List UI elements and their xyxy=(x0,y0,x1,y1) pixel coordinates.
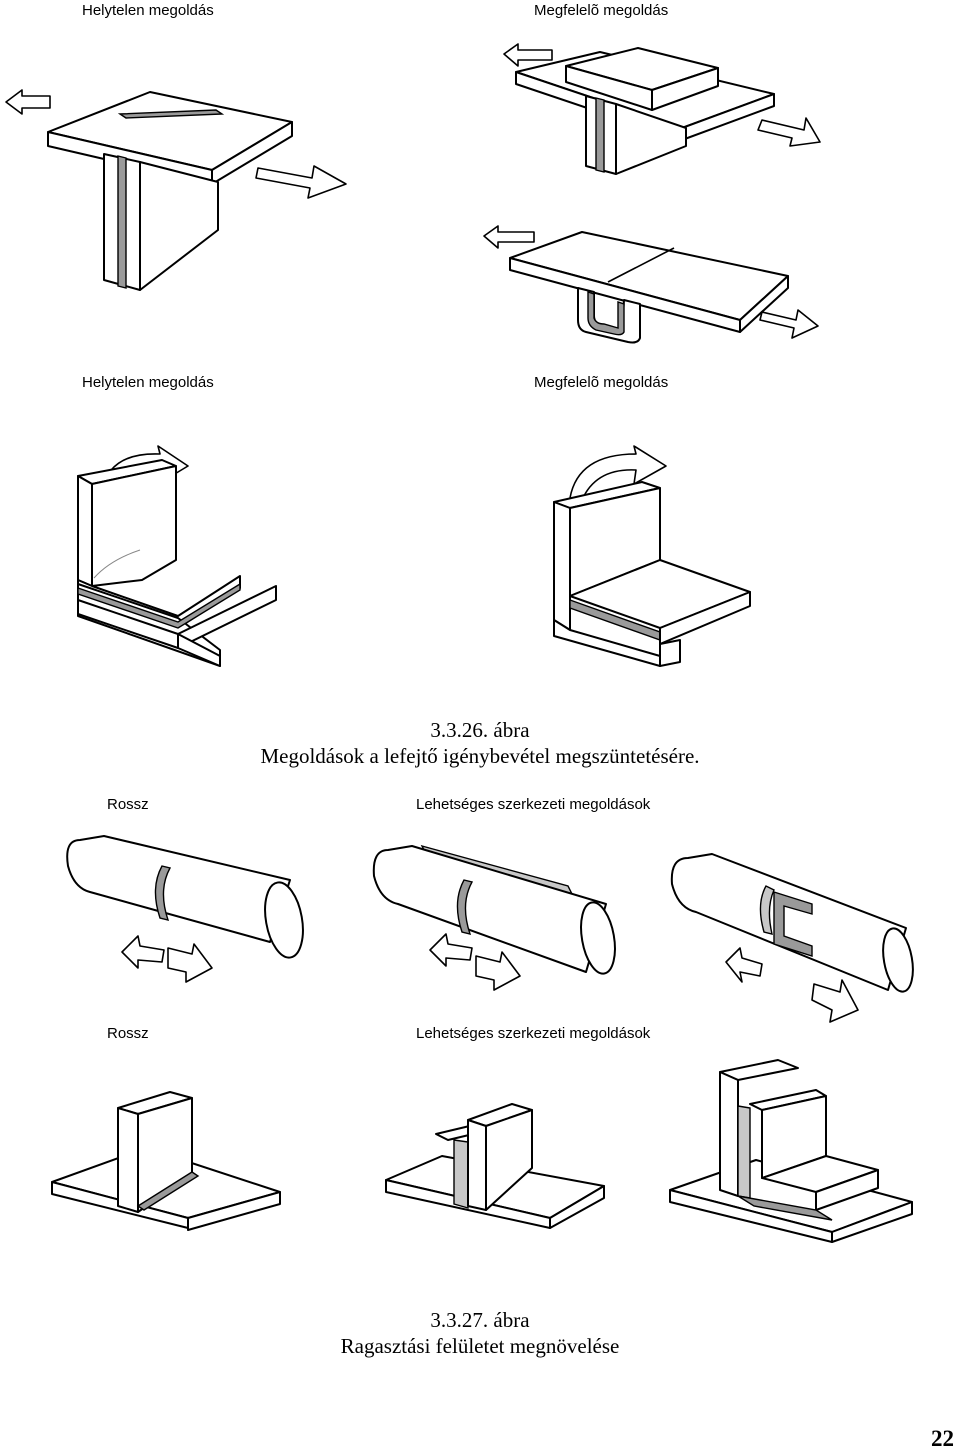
arrow-curve-icon xyxy=(569,445,667,501)
arrow-left-icon xyxy=(483,225,535,249)
figure-plate-stepped xyxy=(669,1059,913,1243)
figure-l-bracket-incorrect xyxy=(77,445,277,667)
arrow-right-icon xyxy=(255,165,347,199)
figure-u-channel-splice xyxy=(483,225,819,344)
arrow-right-icon xyxy=(759,309,819,339)
label-possible-2: Lehetséges szerkezeti megoldások xyxy=(416,1025,651,1042)
page-number: 22 xyxy=(931,1426,954,1451)
arrow-right-icon xyxy=(811,979,859,1023)
arrow-left-icon xyxy=(5,89,51,115)
figure-caption-text: Megoldások a lefejtő igénybevétel megszü… xyxy=(260,744,700,768)
label-bad-1: Rossz xyxy=(107,796,149,813)
figure-t-joint-correct-1 xyxy=(503,43,821,175)
arrow-left-icon xyxy=(429,933,473,967)
figure-caption-number: 3.3.27. ábra xyxy=(430,1308,530,1332)
arrow-left-icon xyxy=(121,935,165,969)
figure-plate-bad xyxy=(51,1091,281,1231)
figure-plate-doubler xyxy=(385,1103,605,1229)
figure-tube-bad xyxy=(66,835,304,983)
label-correct-top: Megfelelõ megoldás xyxy=(534,2,669,19)
label-bad-2: Rossz xyxy=(107,1025,149,1042)
figure-t-joint-incorrect xyxy=(5,89,347,291)
arrow-right-icon xyxy=(167,943,213,983)
figure-tube-stepped xyxy=(670,853,914,1023)
arrow-left-icon xyxy=(725,947,763,983)
label-incorrect-top: Helytelen megoldás xyxy=(82,2,214,19)
label-possible-1: Lehetséges szerkezeti megoldások xyxy=(416,796,651,813)
figure-l-bracket-correct xyxy=(553,445,751,667)
figure-caption-number: 3.3.26. ábra xyxy=(430,718,530,742)
arrow-left-icon xyxy=(503,43,553,67)
label-incorrect-mid: Helytelen megoldás xyxy=(82,374,214,391)
figure-caption-text: Ragasztási felületet megnövelése xyxy=(340,1334,620,1358)
arrow-right-icon xyxy=(757,117,821,147)
figure-tube-sleeve xyxy=(372,844,616,991)
arrow-right-icon xyxy=(475,951,521,991)
label-correct-mid: Megfelelõ megoldás xyxy=(534,374,669,391)
